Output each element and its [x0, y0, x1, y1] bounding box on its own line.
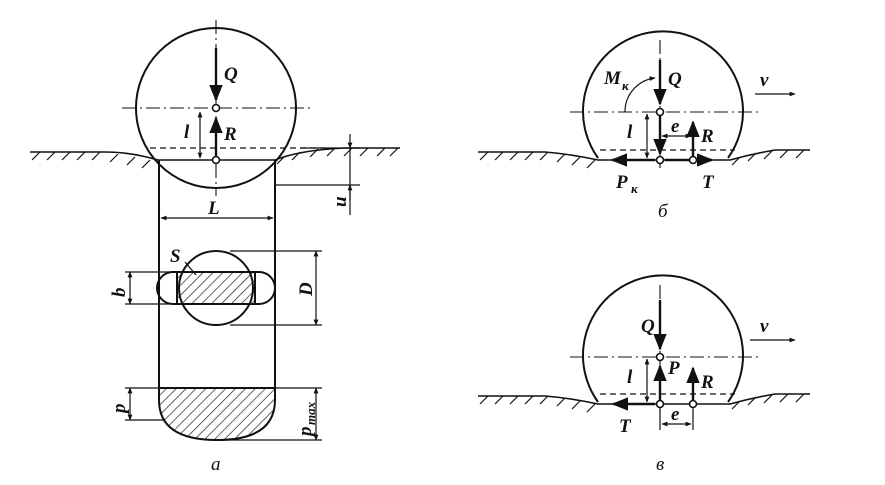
caption-v: в — [656, 454, 664, 475]
label-e-v: e — [671, 404, 680, 425]
label-v-v: v — [760, 316, 769, 337]
wheel-center-b — [655, 107, 665, 117]
label-pk-sub: к — [631, 181, 638, 196]
label-p: p — [109, 404, 130, 416]
label-b: b — [109, 288, 130, 298]
label-pmax-main: p — [295, 427, 316, 439]
area-s-hatched — [176, 271, 256, 305]
caption-a: а — [211, 454, 221, 475]
ground-v-hatching — [479, 393, 805, 413]
ground-b — [478, 149, 810, 161]
label-r: R — [223, 124, 237, 145]
label-mk: M к — [603, 68, 629, 93]
panel-a: Q R l u L S b — [30, 20, 400, 475]
moment-mk-arc — [624, 76, 656, 113]
label-t-b: T — [702, 172, 715, 193]
panel-b: Q M к v R l e P к T б — [478, 30, 810, 222]
ground-v — [478, 393, 810, 405]
label-r-b: R — [700, 126, 714, 147]
label-mk-main: M — [603, 68, 622, 89]
label-pk: P к — [615, 172, 638, 196]
label-mk-sub: к — [622, 78, 629, 93]
label-l: l — [184, 122, 190, 143]
pressure-distribution — [158, 387, 276, 442]
contact-point-v — [655, 399, 665, 409]
wheel-b-arc — [582, 30, 744, 159]
label-pk-main: P — [615, 172, 628, 193]
label-q-b: Q — [668, 69, 682, 90]
ground-b-hatching — [479, 149, 805, 169]
wheel-center-v — [655, 352, 665, 362]
s-leader — [184, 261, 197, 276]
reaction-point-v — [688, 399, 698, 409]
label-s: S — [170, 246, 181, 267]
label-l-b: l — [627, 122, 633, 143]
label-q: Q — [224, 64, 238, 85]
label-pmax: p max — [295, 401, 318, 438]
reaction-point-b — [688, 155, 698, 165]
ground-hatching — [31, 147, 399, 169]
label-q-v: Q — [641, 316, 655, 337]
wheel-v-arc — [582, 274, 744, 403]
label-t-v: T — [619, 416, 632, 437]
label-l-v: l — [627, 367, 633, 388]
label-pmax-sub: max — [303, 401, 318, 425]
label-v-b: v — [760, 70, 769, 91]
label-u: u — [330, 196, 351, 207]
label-e-b: e — [671, 116, 680, 137]
label-L: L — [207, 198, 220, 219]
label-D: D — [296, 282, 317, 297]
caption-b: б — [658, 201, 669, 222]
wheel-center-point — [211, 103, 221, 113]
label-p-v: P — [667, 358, 680, 379]
contact-point — [211, 155, 221, 165]
contact-point-b — [655, 155, 665, 165]
panel-v: Q v P R l T e в — [478, 274, 810, 475]
label-r-v: R — [700, 372, 714, 393]
